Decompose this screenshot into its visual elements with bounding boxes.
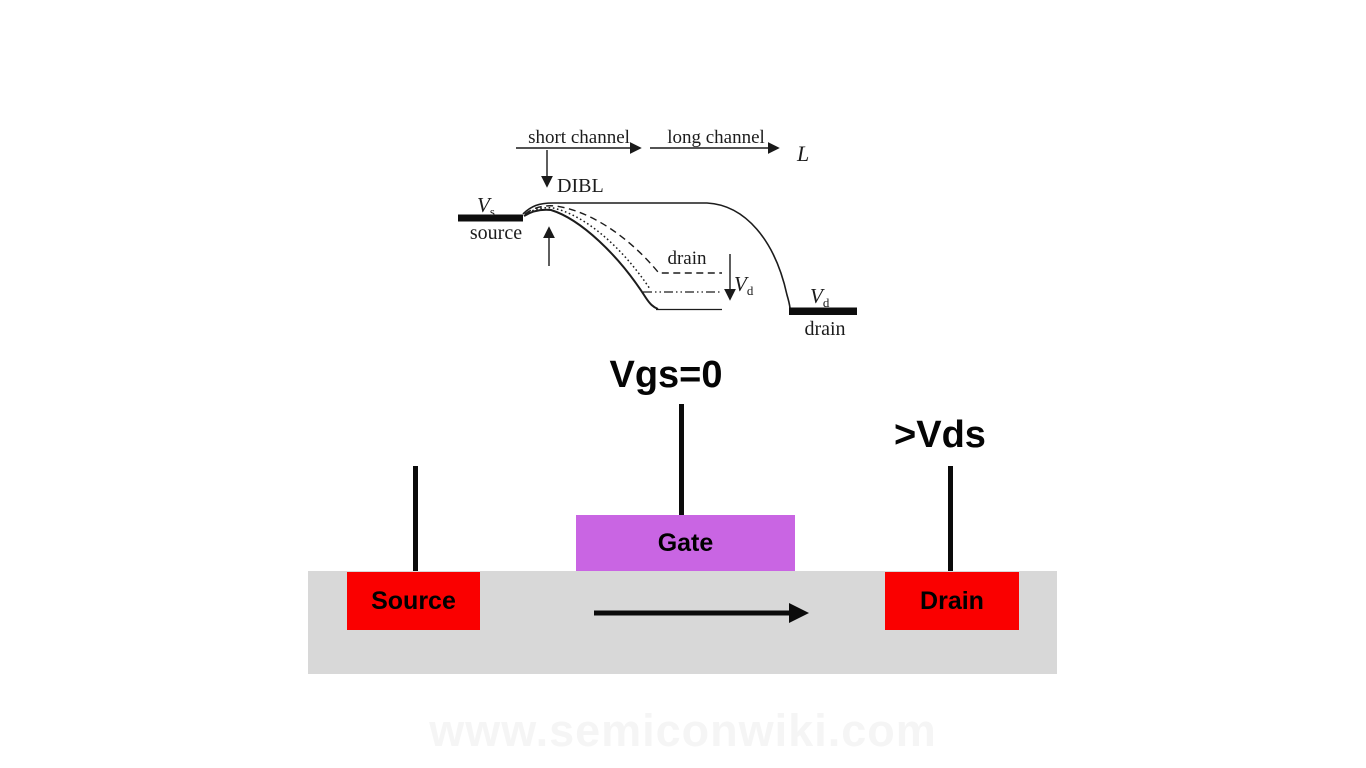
- source-terminal-wire: [413, 466, 418, 572]
- long-channel-label: long channel: [667, 127, 765, 148]
- drain-contact: Drain: [885, 572, 1019, 630]
- drain-voltage-symbol: Vd: [810, 284, 830, 310]
- gate-terminal-wire: [679, 404, 684, 516]
- drain-terminal-wire: [948, 466, 953, 573]
- long-channel-band-curve: [522, 202, 791, 309]
- gate-voltage-label: Vgs=0: [609, 354, 723, 396]
- short-channel-band-curve-solid: [523, 208, 659, 310]
- drain-level-label: drain: [804, 318, 845, 340]
- source-level-bar: [458, 214, 523, 222]
- source-contact: Source: [347, 572, 480, 630]
- gate-label: Gate: [657, 528, 714, 557]
- source-voltage-symbol: Vs: [477, 193, 495, 219]
- short-channel-label: short channel: [528, 127, 630, 148]
- mid-drain-voltage-symbol: Vd: [734, 272, 754, 298]
- drain-level-bar: [789, 307, 857, 315]
- length-symbol: L: [796, 141, 809, 166]
- source-label: Source: [371, 586, 456, 615]
- short-channel-band-curve-dashed: [524, 205, 722, 274]
- short-channel-band-curve-dotted: [524, 207, 651, 290]
- mid-drain-label: drain: [667, 248, 707, 269]
- band-diagram: short channel long channel L DIBL Vs sou…: [458, 127, 857, 340]
- drain-voltage-label: >Vds: [894, 414, 986, 456]
- drain-label: Drain: [920, 586, 984, 615]
- dibl-label: DIBL: [557, 175, 604, 197]
- channel-current-arrow-icon: [594, 603, 809, 623]
- gate-electrode: Gate: [576, 515, 795, 571]
- source-level-label: source: [470, 222, 522, 244]
- watermark: www.semiconwiki.com: [429, 705, 937, 756]
